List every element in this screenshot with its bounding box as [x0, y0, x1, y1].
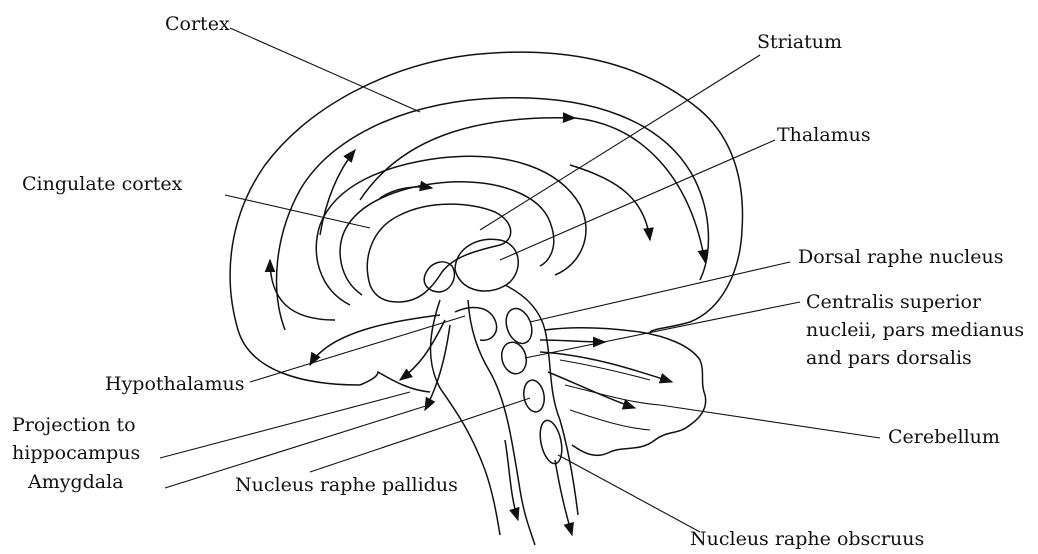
leader-hypothalamus	[250, 316, 465, 382]
label-cerebellum: Cerebellum	[888, 425, 1000, 449]
brainstem-mid	[468, 300, 535, 545]
thalamus-shape	[455, 239, 518, 291]
label-raphe-obscuus: Nucleus raphe obscruus	[690, 527, 924, 551]
leader-centralis	[525, 302, 800, 358]
label-centralis-line-3: and pars dorsalis	[806, 346, 972, 370]
pons-outline	[455, 307, 497, 340]
arrow-cerebellum-3	[548, 372, 635, 408]
temporal-lobe-outline	[360, 372, 430, 392]
leader-cortex	[230, 28, 420, 112]
leader-cerebellum	[660, 405, 880, 438]
label-cingulate-cortex: Cingulate cortex	[22, 172, 182, 196]
label-projection-line-1: Projection to	[12, 413, 136, 437]
brainstem-left	[431, 300, 500, 535]
label-thalamus: Thalamus	[777, 123, 871, 147]
dorsal-raphe-nucleus	[502, 305, 537, 347]
brain-outline	[230, 52, 742, 385]
arrow-cingulate	[380, 187, 432, 198]
label-centralis-line-2: nucleii, pars medianus	[806, 318, 1024, 342]
label-projection-line-2: hippocampus	[12, 441, 140, 465]
arrow-cingulate-back	[570, 165, 650, 240]
label-centralis-line-1: Centralis superior	[806, 290, 981, 314]
cingulate-outline	[316, 156, 586, 305]
label-hypothalamus: Hypothalamus	[105, 372, 245, 396]
arrow-cerebellum-1	[540, 340, 605, 342]
leader-raphe-obscuus	[558, 455, 700, 532]
cingulate-inner-outline	[340, 182, 554, 295]
leader-thalamus	[500, 140, 775, 260]
inner-cortex-outline	[277, 98, 709, 330]
cerebellum-outline	[545, 328, 706, 456]
label-striatum: Striatum	[757, 30, 842, 54]
arrow-cortex-dorsal	[360, 118, 575, 200]
arrow-spinal-1	[505, 440, 518, 520]
leader-projection	[160, 392, 410, 458]
cerebellum-folia	[560, 360, 660, 430]
leader-raphe-pallidus	[310, 398, 530, 472]
arrow-cortex-posterior	[575, 118, 705, 262]
label-cortex: Cortex	[165, 12, 230, 36]
arrow-spinal-2	[555, 460, 572, 535]
label-amygdala: Amygdala	[28, 470, 124, 494]
raphe-pallidus-nucleus	[521, 379, 546, 414]
leader-cingulate	[225, 195, 370, 228]
leader-dorsal-raphe	[530, 262, 790, 322]
leader-striatum	[480, 55, 760, 230]
striatum-shape	[367, 204, 510, 302]
label-dorsal-raphe-nucleus: Dorsal raphe nucleus	[798, 245, 1003, 269]
label-raphe-pallidus: Nucleus raphe pallidus	[235, 473, 458, 497]
